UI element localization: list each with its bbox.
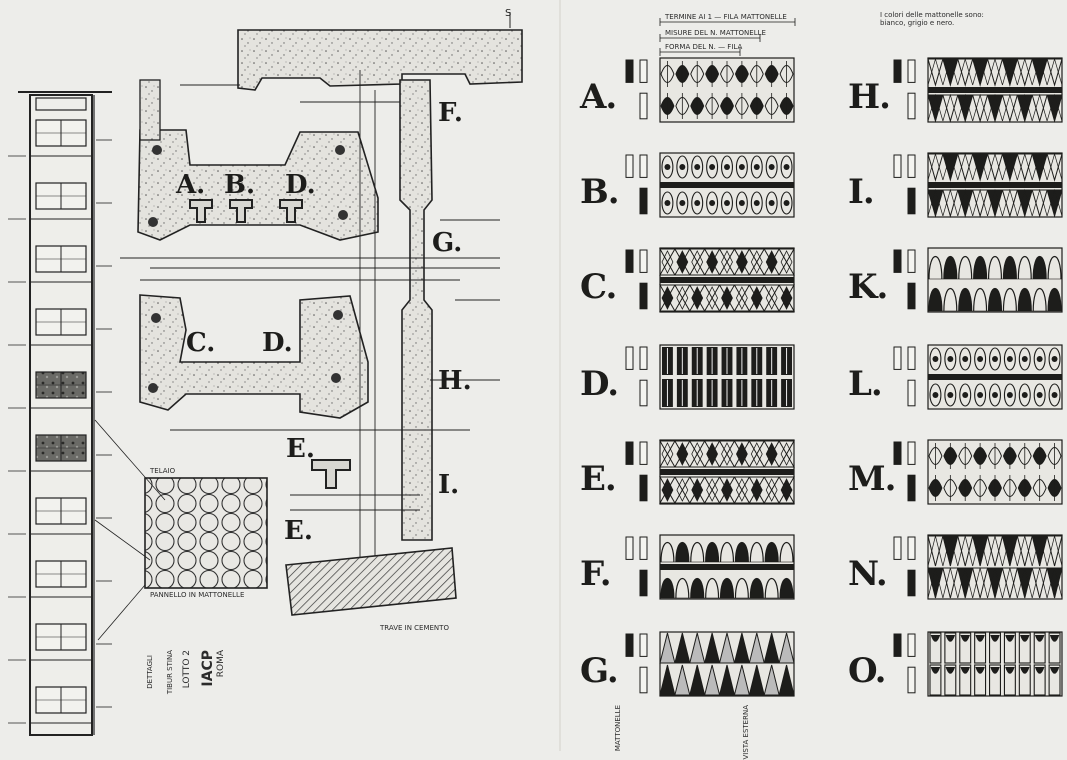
tile-sample-chips — [893, 633, 916, 694]
tile-panel-i — [927, 152, 1063, 218]
plan-label-h: H. — [438, 366, 472, 396]
svg-text:S: S — [505, 8, 511, 19]
note-dim-top: TERMINE AI 1 — FILA MATTONELLE — [665, 13, 787, 21]
plan-label-b: B. — [224, 170, 256, 200]
legend-sample-left: MATTONELLE — [614, 705, 622, 752]
building-elevation — [8, 91, 112, 736]
pattern-letter-a: A. — [580, 77, 617, 117]
elevation-floor — [8, 686, 112, 724]
tile-sample-chips — [893, 59, 916, 120]
tile-sample-chips — [625, 633, 648, 694]
tile-sample-chips — [893, 249, 916, 310]
elevation-floor — [8, 623, 112, 661]
tile-panel-g — [659, 631, 795, 697]
tile-panel-h — [927, 57, 1063, 123]
note-beam: TRAVE IN CEMENTO — [380, 624, 449, 632]
plan-label-f: F. — [438, 98, 463, 128]
pattern-letter-f: F. — [580, 554, 612, 594]
tile-sample-chips — [625, 536, 648, 597]
plan-label-d-prime: D. — [285, 170, 316, 200]
elevation-floor — [8, 308, 112, 346]
legend-sample-right: VISTA ESTERNA — [742, 705, 750, 760]
plan-label-d: D. — [262, 328, 293, 358]
tile-panel-f — [659, 534, 795, 600]
tile-sample-chips — [625, 346, 648, 407]
top-slab-section: S — [237, 8, 523, 91]
plan-label-a: A. — [176, 170, 206, 200]
elevation-floor — [8, 434, 112, 472]
tile-panel-m — [927, 439, 1063, 505]
tile-panel-c — [659, 247, 795, 313]
note-dim-mid: MISURE DEL N. MATTONELLE — [665, 29, 766, 37]
pattern-letter-e: E. — [580, 459, 617, 499]
title-iacp: IACP — [200, 650, 216, 687]
pattern-letter-h: H. — [848, 77, 891, 117]
tile-panel-n — [927, 534, 1063, 600]
tile-sample-chips — [893, 154, 916, 215]
note-dim-low: FORMA DEL N. — FILA — [665, 43, 743, 51]
plan-label-e: E. — [286, 434, 315, 464]
tile-panel-b — [659, 152, 795, 218]
title-details: DETTAGLI — [146, 655, 154, 689]
pattern-letter-g: G. — [580, 651, 619, 691]
dimension-lines — [659, 18, 796, 56]
tile-sample-chips — [625, 154, 648, 215]
elevation-floor — [8, 119, 112, 157]
tile-panel-o — [927, 631, 1063, 697]
note-frame: TELAIO — [150, 467, 176, 475]
pattern-letter-d: D. — [580, 364, 619, 404]
pattern-letter-m: M. — [848, 459, 896, 499]
plan-label-g: G. — [432, 228, 463, 258]
plan-label-c: C. — [186, 328, 216, 358]
pattern-letter-b: B. — [580, 172, 620, 212]
title-zone: TIBUR STINA — [166, 650, 174, 695]
plan-label-i: I. — [438, 470, 460, 500]
elevation-floor — [8, 371, 112, 409]
tile-panel-l — [927, 344, 1063, 410]
tile-sample-chips — [893, 441, 916, 502]
tile-sample-chips — [893, 346, 916, 407]
tile-sample-chips — [625, 441, 648, 502]
tile-panel-k — [927, 247, 1063, 313]
elevation-attic — [35, 97, 87, 111]
tile-sample-chips — [893, 536, 916, 597]
plan-label-e-prime: E. — [284, 516, 313, 546]
plan-section — [94, 70, 500, 641]
pattern-letter-l: L. — [848, 364, 883, 404]
note-color: I colori delle mattonelle sono: bianco, … — [880, 11, 984, 27]
pattern-letter-k: K. — [848, 267, 888, 307]
tile-panel-e — [659, 439, 795, 505]
title-city: ROMA — [216, 650, 226, 678]
elevation-floor — [8, 245, 112, 283]
pattern-letter-i: I. — [848, 172, 875, 212]
tile-sample-chips — [625, 59, 648, 120]
title-lotto: LOTTO 2 — [182, 650, 192, 689]
note-panel: PANNELLO IN MATTONELLE — [150, 591, 245, 599]
elevation-floor — [8, 560, 112, 598]
pattern-letter-n: N. — [848, 554, 888, 594]
elevation-floor — [8, 182, 112, 220]
tile-panel-a — [659, 57, 795, 123]
elevation-floor — [8, 497, 112, 535]
pattern-letter-o: O. — [848, 651, 886, 691]
pattern-letter-c: C. — [580, 267, 617, 307]
tile-sample-chips — [625, 249, 648, 310]
tile-panel-d — [659, 344, 795, 410]
